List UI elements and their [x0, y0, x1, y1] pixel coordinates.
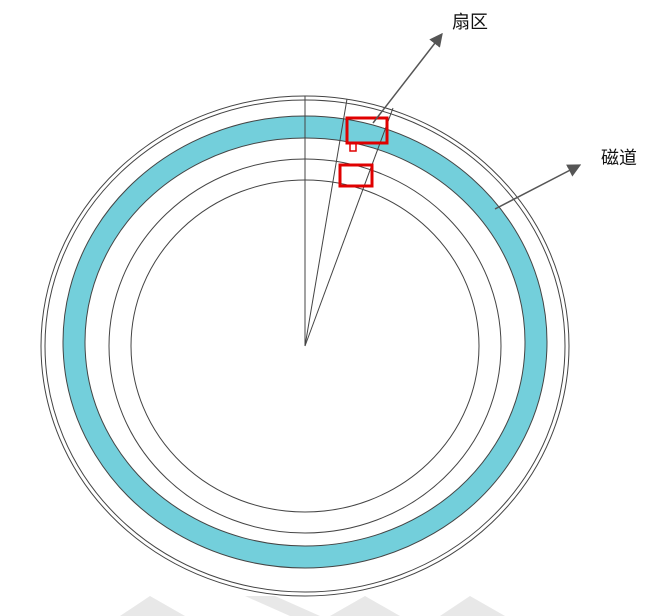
sector-highlight-box-inner [338, 163, 374, 188]
highlighted-track-band [62, 115, 548, 569]
sector-pointer-arrow [372, 32, 443, 124]
watermark [120, 596, 505, 616]
sector-boundary-left [304, 98, 348, 347]
cursor-mark [349, 142, 357, 152]
sector-boundary-right [304, 107, 394, 347]
track-label: 磁道 [601, 148, 637, 169]
sector-label: 扇区 [452, 12, 488, 33]
track-pointer-arrow [494, 164, 582, 210]
sector-highlight-box-outer [345, 116, 389, 145]
